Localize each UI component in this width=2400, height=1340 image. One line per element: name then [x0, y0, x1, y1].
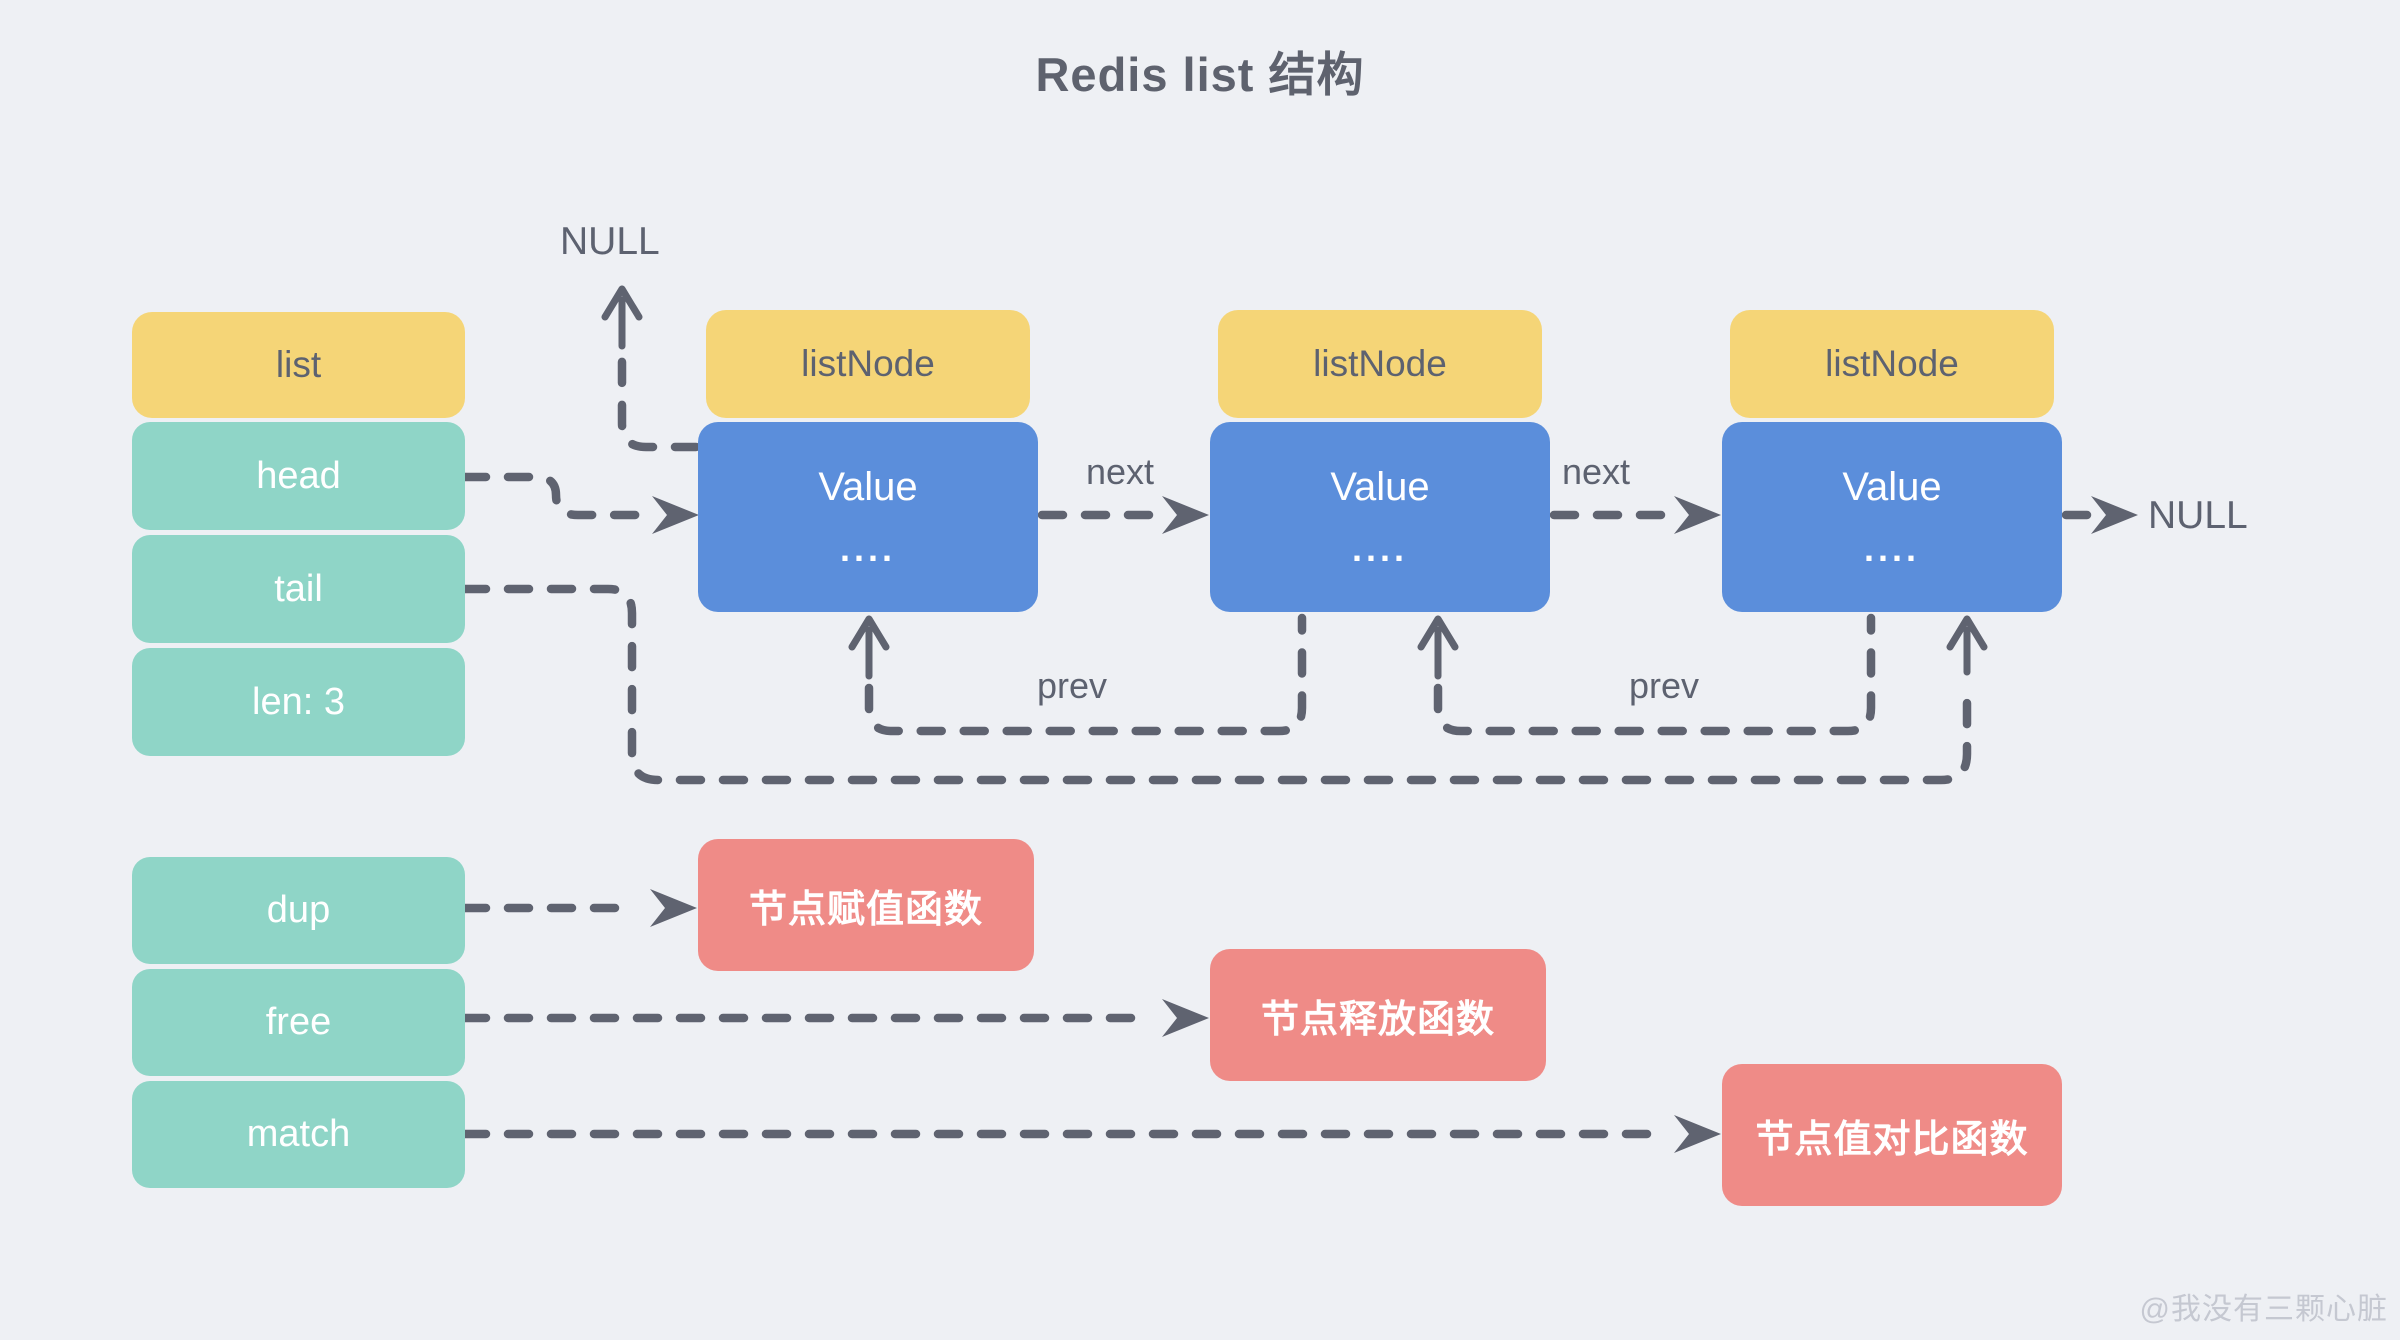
arrowhead-up-into-node2 [1417, 615, 1459, 680]
null-right-label: NULL [2148, 494, 2248, 537]
node-2-dots: .... [1351, 528, 1408, 569]
node-1-header: listNode [706, 310, 1030, 418]
node-2-header: listNode [1218, 310, 1542, 418]
next-label-1: next [1085, 451, 1155, 492]
node-3-header: listNode [1730, 310, 2054, 418]
arrowhead-up-into-node3 [1946, 615, 1988, 676]
node-1-value-box: Value .... [698, 422, 1038, 612]
func-box-compare: 节点值对比函数 [1722, 1064, 2062, 1206]
prev-label-1: prev [1036, 665, 1108, 706]
arrowhead-into-func2 [1162, 999, 1209, 1037]
list-field-len: len: 3 [132, 648, 465, 756]
head-to-node1-line [460, 472, 647, 520]
arrowhead-into-node2 [1162, 496, 1209, 534]
head-label: head [256, 454, 341, 497]
list-header-box: list [132, 312, 465, 418]
watermark-credit: @我没有三颗心脏 [2139, 1293, 2388, 1326]
node-1-header-label: listNode [801, 343, 935, 384]
tail-label: tail [274, 567, 323, 610]
arrowhead-to-null-right [2091, 496, 2138, 534]
node-2-header-label: listNode [1313, 343, 1447, 384]
arrowhead-into-func3 [1674, 1115, 1721, 1153]
page-title: Redis list 结构 [1035, 48, 1365, 101]
func-box-assign-label: 节点赋值函数 [748, 888, 983, 931]
arrowhead-into-node3 [1674, 496, 1721, 534]
arrowhead-up-to-null-top [601, 285, 643, 350]
node-3-dots: .... [1863, 528, 1920, 569]
func-box-release: 节点释放函数 [1210, 949, 1546, 1081]
func-field-match: match [132, 1081, 465, 1188]
arrowhead-into-node1 [652, 496, 699, 534]
match-label: match [246, 1113, 351, 1155]
len-label: len: 3 [252, 680, 345, 723]
node-2-value-box: Value .... [1210, 422, 1550, 612]
node-3-value-label: Value [1842, 465, 1942, 509]
node-1-value-label: Value [818, 465, 918, 509]
func-box-compare-label: 节点值对比函数 [1755, 1118, 2029, 1161]
prev-line-2 [1433, 613, 1876, 736]
tail-to-node3-line [460, 584, 1972, 785]
node-2-value-label: Value [1330, 465, 1430, 509]
func-field-dup: dup [132, 857, 465, 964]
list-header-label: list [275, 344, 322, 385]
list-field-head: head [132, 422, 465, 530]
prev-line-1 [864, 613, 1307, 736]
func-box-assign: 节点赋值函数 [698, 839, 1034, 971]
list-field-tail: tail [132, 535, 465, 643]
next-label-2: next [1561, 451, 1631, 492]
prev-label-2: prev [1628, 665, 1700, 706]
arrowhead-up-into-node1 [848, 615, 890, 680]
free-label: free [265, 1001, 332, 1043]
arrowhead-into-func1 [650, 889, 697, 927]
dup-label: dup [266, 889, 331, 931]
node-3-value-box: Value .... [1722, 422, 2062, 612]
node-3-header-label: listNode [1825, 343, 1959, 384]
node1-prev-to-null-line [617, 343, 701, 452]
func-field-free: free [132, 969, 465, 1076]
node-1-dots: .... [839, 528, 896, 569]
null-top-label: NULL [560, 220, 660, 263]
func-box-release-label: 节点释放函数 [1260, 998, 1495, 1041]
